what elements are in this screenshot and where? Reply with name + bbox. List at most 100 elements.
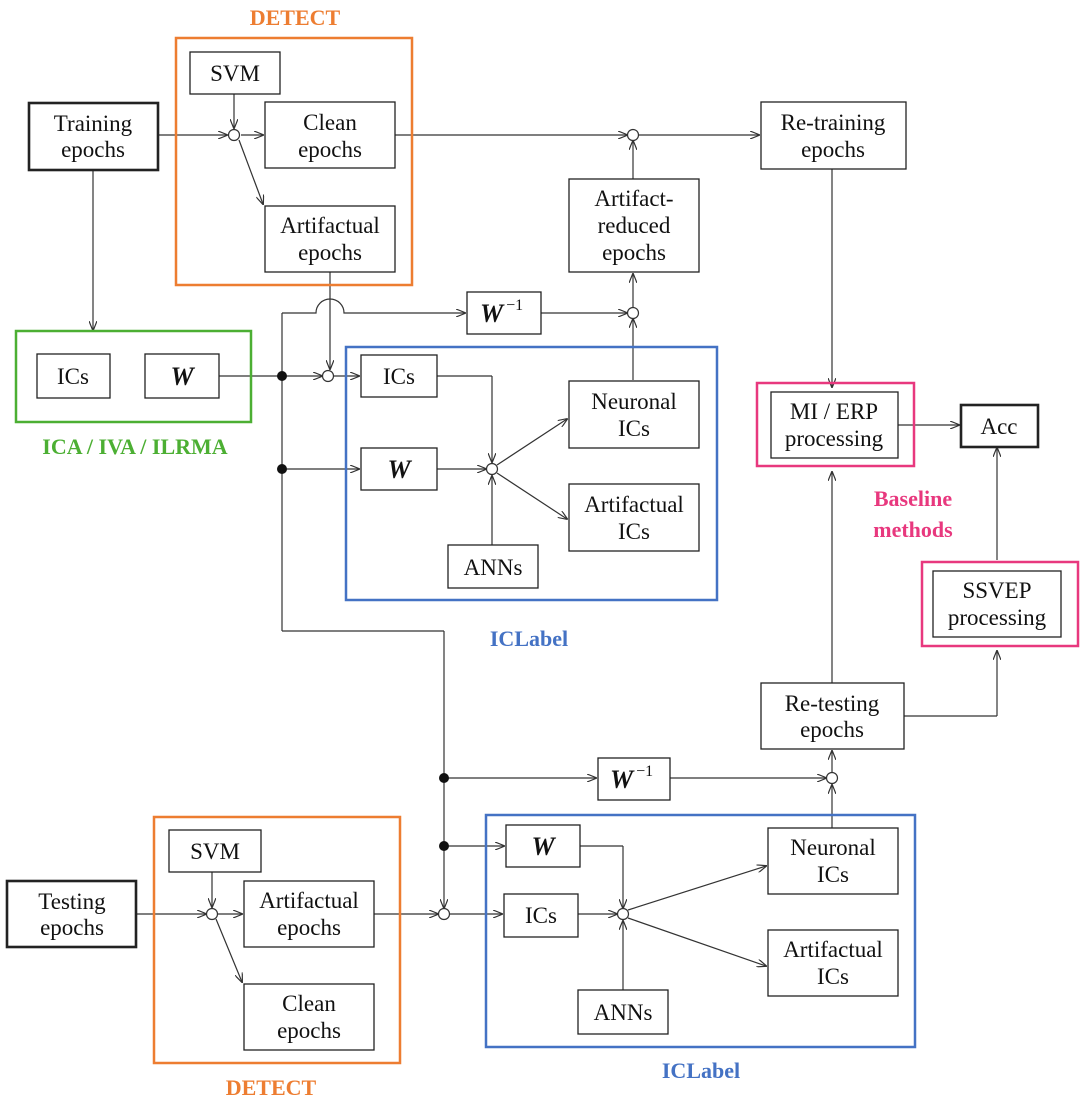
detect-frame-bottom — [152, 815, 402, 1065]
svg-text:W−1: W−1 — [610, 763, 653, 794]
svg-text:epochs: epochs — [277, 915, 341, 940]
svg-text:Artifact-: Artifact- — [594, 186, 673, 211]
svg-text:ICs: ICs — [525, 903, 557, 928]
svg-text:epochs: epochs — [298, 137, 362, 162]
svg-text:Acc: Acc — [980, 414, 1017, 439]
svg-text:ICs: ICs — [817, 964, 849, 989]
svg-text:Artifactual: Artifactual — [783, 937, 883, 962]
iclabel-frame-bottom — [484, 813, 917, 1049]
ica-frame — [14, 329, 253, 424]
artifactual-epochs-box-top: Artifactual epochs — [264, 205, 396, 273]
iclabel-label-top: ICLabel — [490, 626, 568, 651]
branch-dot — [277, 464, 287, 474]
artifactual-epochs-box-bottom: Artifactual epochs — [243, 880, 375, 948]
branch-dot — [439, 841, 449, 851]
svg-text:SVM: SVM — [210, 61, 260, 86]
retesting-epochs-box: Re-testing epochs — [760, 682, 905, 750]
w-box-iclabel-top: W — [360, 447, 438, 491]
svm-box-bottom: SVM — [168, 829, 262, 873]
svg-text:ICs: ICs — [618, 416, 650, 441]
junction-node — [485, 462, 499, 476]
svg-text:SVM: SVM — [190, 839, 240, 864]
svg-text:Neuronal: Neuronal — [790, 835, 876, 860]
svg-text:MI / ERP: MI / ERP — [790, 399, 878, 424]
ssvep-processing-box: SSVEP processing — [932, 570, 1062, 638]
svg-text:W: W — [531, 832, 556, 861]
junction-node — [227, 128, 241, 142]
svg-text:epochs: epochs — [277, 1018, 341, 1043]
acc-box: Acc — [959, 403, 1040, 449]
w-inverse-box-top: W−1 — [466, 291, 542, 335]
artifactual-ics-box-top: Artifactual ICs — [568, 483, 700, 552]
svg-text:ICs: ICs — [57, 364, 89, 389]
ics-box-iclabel-bottom: ICs — [503, 893, 579, 938]
connections — [93, 94, 997, 990]
branch-dot — [439, 773, 449, 783]
detect-label-top: DETECT — [250, 5, 341, 30]
svg-text:Artifactual: Artifactual — [259, 888, 359, 913]
w-inverse-box-bottom: W−1 — [597, 757, 671, 801]
svg-text:Training: Training — [54, 111, 133, 136]
svg-text:epochs: epochs — [801, 137, 865, 162]
training-epochs-box: Training epochs — [27, 101, 160, 172]
branch-dot — [277, 371, 287, 381]
w-box-ica: W — [144, 353, 220, 399]
junction-node — [437, 907, 451, 921]
svg-text:SSVEP: SSVEP — [962, 578, 1031, 603]
ica-label: ICA / IVA / ILRMA — [42, 434, 228, 459]
baseline-label-line1: Baseline — [874, 486, 952, 511]
svg-text:Artifactual: Artifactual — [584, 492, 684, 517]
junction-node — [321, 369, 335, 383]
svg-text:epochs: epochs — [602, 240, 666, 265]
artifactual-ics-box-bottom: Artifactual ICs — [767, 929, 899, 997]
svg-text:reduced: reduced — [598, 213, 671, 238]
svg-text:W: W — [170, 362, 195, 391]
baseline-frame-mi — [755, 381, 916, 468]
svg-text:Re-training: Re-training — [781, 110, 886, 135]
neuronal-ics-box-bottom: Neuronal ICs — [767, 827, 899, 895]
clean-epochs-box-bottom: Clean epochs — [243, 983, 375, 1051]
baseline-label-line2: methods — [873, 517, 953, 542]
svg-text:Re-testing: Re-testing — [785, 691, 880, 716]
svg-text:W: W — [387, 455, 412, 484]
svg-text:ICs: ICs — [618, 519, 650, 544]
svg-text:processing: processing — [948, 605, 1047, 630]
retraining-epochs-box: Re-training epochs — [760, 101, 907, 170]
baseline-frame-ssvep — [920, 560, 1080, 648]
svg-text:epochs: epochs — [61, 137, 125, 162]
ics-box-ica: ICs — [36, 353, 111, 399]
svg-text:Artifactual: Artifactual — [280, 213, 380, 238]
svg-text:ICs: ICs — [383, 364, 415, 389]
detect-label-bottom: DETECT — [226, 1075, 317, 1100]
junction-node — [626, 128, 640, 142]
detect-frame-top — [174, 36, 414, 287]
w-box-iclabel-bottom: W — [505, 824, 581, 868]
svg-text:processing: processing — [785, 426, 884, 451]
svg-text:W−1: W−1 — [480, 297, 523, 328]
artifact-reduced-epochs-box: Artifact- reduced epochs — [568, 178, 700, 273]
iclabel-label-bottom: ICLabel — [662, 1058, 740, 1083]
iclabel-frame-top — [344, 345, 719, 602]
anns-box-bottom: ANNs — [577, 989, 669, 1035]
junction-node — [825, 771, 839, 785]
testing-epochs-box: Testing epochs — [5, 879, 138, 949]
svg-text:epochs: epochs — [298, 240, 362, 265]
junctions — [205, 128, 839, 921]
junction-node — [626, 306, 640, 320]
svg-text:Clean: Clean — [282, 991, 336, 1016]
svg-text:epochs: epochs — [40, 915, 104, 940]
svg-text:Testing: Testing — [38, 889, 106, 914]
junction-node — [616, 907, 630, 921]
clean-epochs-box-top: Clean epochs — [264, 101, 396, 169]
svg-text:Neuronal: Neuronal — [591, 389, 677, 414]
svg-text:Clean: Clean — [303, 110, 357, 135]
svg-text:ANNs: ANNs — [464, 555, 523, 580]
svg-text:ANNs: ANNs — [594, 1000, 653, 1025]
mi-erp-processing-box: MI / ERP processing — [770, 391, 899, 459]
neuronal-ics-box-top: Neuronal ICs — [568, 380, 700, 449]
svg-text:epochs: epochs — [800, 717, 864, 742]
ics-box-iclabel-top: ICs — [360, 354, 438, 398]
svg-text:ICs: ICs — [817, 862, 849, 887]
anns-box-top: ANNs — [447, 544, 539, 589]
